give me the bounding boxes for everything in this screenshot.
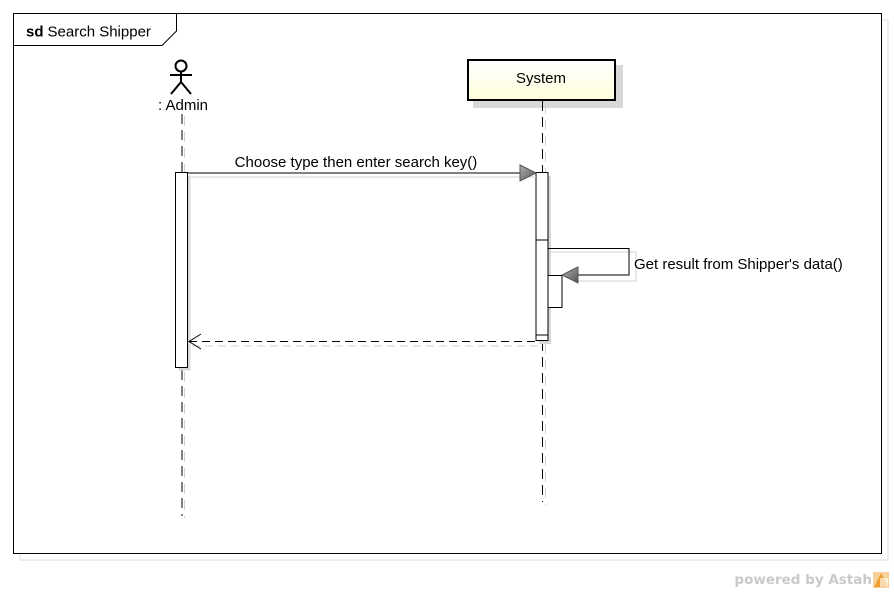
message-choose-type: Choose type then enter search key() bbox=[188, 154, 538, 182]
message-1-arrowhead bbox=[519, 164, 538, 182]
actor-icon bbox=[170, 59, 192, 95]
astah-watermark: powered by Astah bbox=[734, 572, 889, 588]
watermark-text: powered by Astah bbox=[734, 572, 872, 588]
activation-admin bbox=[175, 172, 188, 368]
actor-admin-label: : Admin bbox=[158, 97, 208, 114]
astah-logo-icon bbox=[873, 572, 889, 588]
message-return bbox=[188, 333, 539, 350]
message-2-arrowhead bbox=[560, 266, 579, 284]
message-get-result: Get result from Shipper's data() bbox=[548, 248, 843, 284]
frame-keyword: sd bbox=[26, 24, 44, 41]
activation-self-inner bbox=[547, 275, 563, 308]
message-1-label: Choose type then enter search key() bbox=[235, 154, 478, 171]
diagram-frame bbox=[13, 13, 882, 554]
actor-admin: : Admin bbox=[158, 59, 208, 114]
message-2-line bbox=[548, 248, 630, 276]
message-2-label: Get result from Shipper's data() bbox=[634, 256, 843, 273]
frame-tab bbox=[13, 13, 177, 46]
object-system-box bbox=[467, 59, 616, 101]
activation-self bbox=[535, 239, 549, 336]
message-3-arrowhead bbox=[188, 333, 202, 350]
object-system: System bbox=[467, 59, 623, 108]
object-system-label: System bbox=[516, 70, 566, 87]
message-2-shadow bbox=[551, 251, 637, 282]
frame-name: Search Shipper bbox=[48, 24, 151, 41]
